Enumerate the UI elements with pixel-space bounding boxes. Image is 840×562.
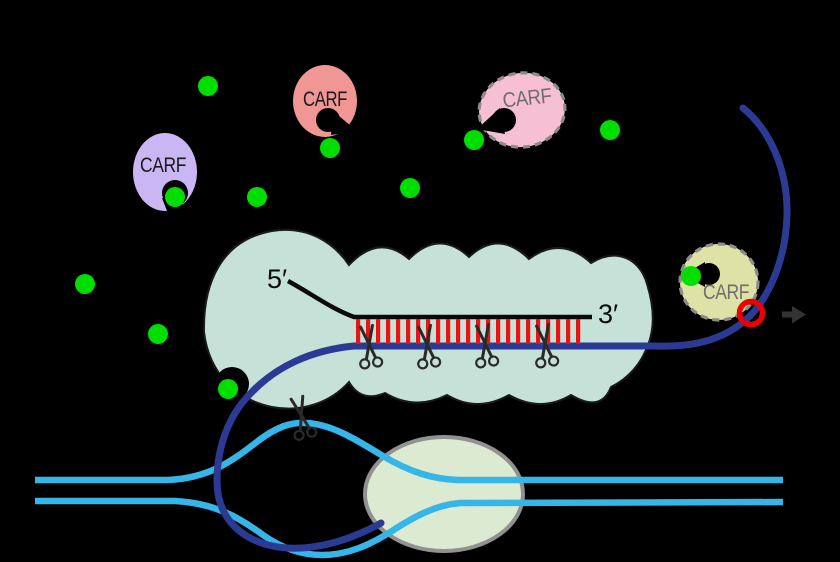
- coa-molecule-dot: [400, 178, 420, 198]
- coa-molecule-dot: [464, 130, 484, 150]
- carf-protein-red: [293, 65, 357, 137]
- carf-label-olive: CARF: [703, 281, 749, 304]
- coa-molecule-dot: [600, 120, 620, 140]
- coa-molecule-dot: [198, 76, 218, 96]
- carf-label-red: CARF: [303, 88, 347, 111]
- coa-molecule-dot: [247, 187, 267, 207]
- carf-label-purple: CARF: [140, 154, 186, 177]
- coa-molecule-dot: [681, 266, 701, 286]
- crrna-strand: [286, 279, 592, 320]
- carf-label-pink: CARF: [501, 84, 552, 112]
- target-rna-strand: [213, 104, 791, 552]
- five-prime-label: 5′: [267, 264, 287, 294]
- coa-molecule-dot: [165, 187, 185, 207]
- coa-molecule-dot: [75, 274, 95, 294]
- exit-arrow-icon: [782, 306, 806, 324]
- three-prime-label: 3′: [598, 299, 618, 329]
- red-ring-icon: [736, 298, 766, 328]
- coa-molecule-dot: [218, 379, 238, 399]
- base-pairing-rungs: [356, 319, 581, 344]
- coa-molecule-dot: [148, 324, 168, 344]
- dna-strand-bottom: [35, 497, 784, 559]
- carf-protein-pink: [477, 71, 567, 149]
- carf-protein-olive: [678, 242, 760, 322]
- coa-molecule-dot: [320, 138, 340, 158]
